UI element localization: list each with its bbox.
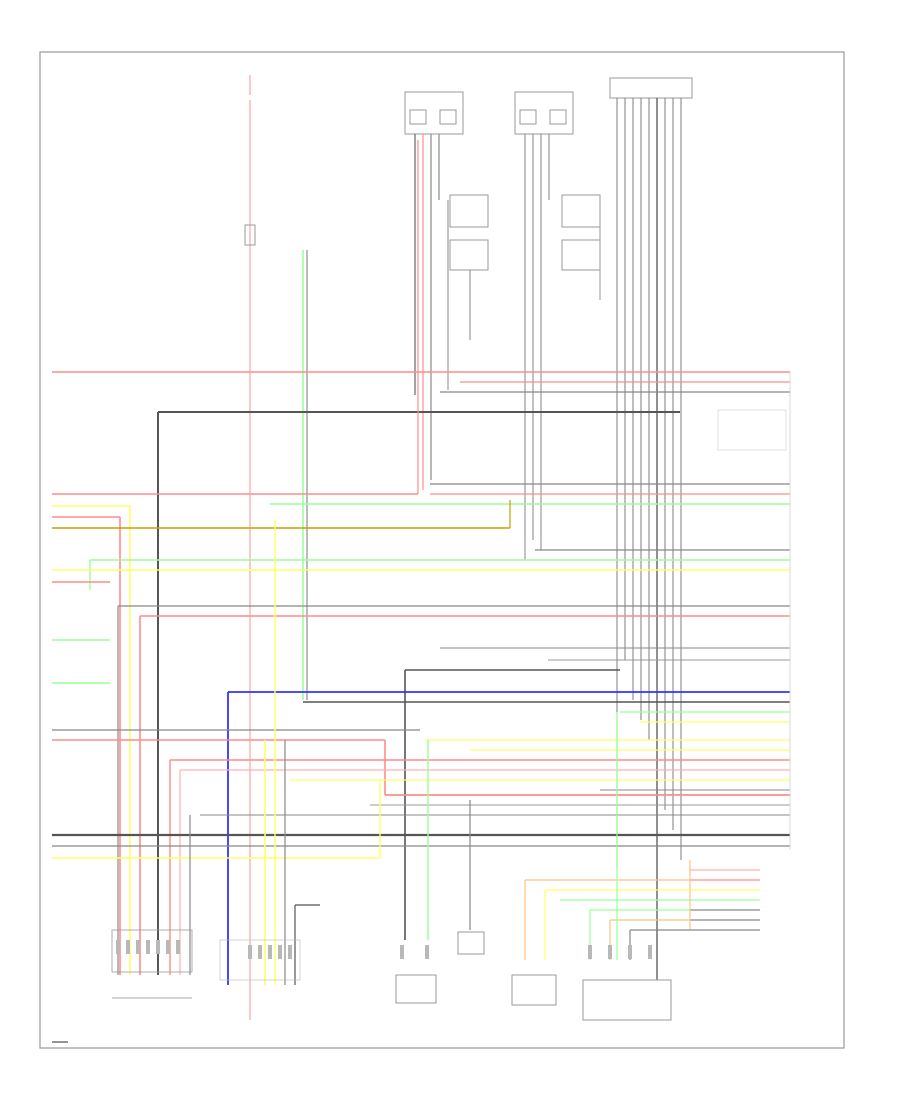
speed-sensor: [457, 931, 485, 955]
diagram-border: [39, 51, 845, 1049]
bottom-left-connector: [111, 929, 193, 999]
throttle-position-sensor: [582, 945, 672, 1021]
engine-control-relay-box: [514, 91, 601, 560]
lower-right-module-wires: [524, 712, 760, 960]
ignition-feed-column: [244, 75, 256, 1020]
transmission-control-relay-box: [404, 91, 489, 490]
solenoid-module: [511, 974, 557, 1006]
horizontal-wire-bundle: [52, 140, 790, 985]
fuse-box: [244, 224, 256, 246]
center-vertical-wires: [189, 520, 471, 985]
right-connector-column: [717, 372, 791, 850]
data-link-connector-top: [609, 77, 693, 980]
transmission-range-sensor: [395, 945, 437, 1004]
bottom-center-connector: [219, 939, 301, 981]
